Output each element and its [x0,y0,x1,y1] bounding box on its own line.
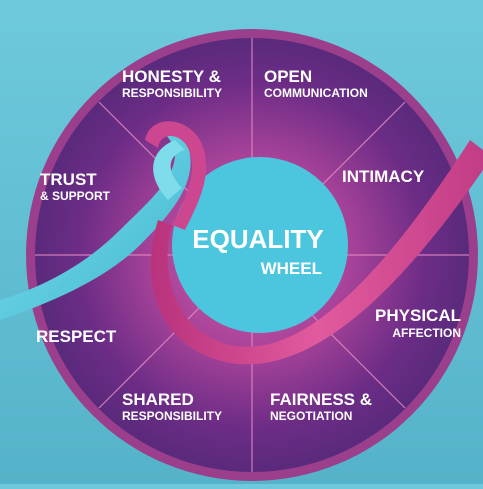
segment-fairness-subtitle: NEGOTIATION [270,409,352,423]
segment-open-subtitle: COMMUNICATION [264,86,368,100]
ribbon-pink-band [151,140,483,365]
segment-physical-title: PHYSICAL [375,306,461,325]
segment-honesty: HONESTY & RESPONSIBILITY [122,67,222,100]
segment-trust: TRUST & SUPPORT [40,170,111,203]
segment-intimacy-title: INTIMACY [342,167,425,186]
ribbon-pink-loop [145,121,207,230]
segment-shared-responsibility: SHARED RESPONSIBILITY [122,390,222,423]
segment-trust-title: TRUST [40,170,97,189]
ribbon-blue-tail [0,128,191,320]
segment-intimacy: INTIMACY [342,167,425,186]
segment-physical-affection: PHYSICAL AFFECTION [375,306,461,340]
segment-honesty-title: HONESTY & [122,67,221,86]
segment-physical-subtitle: AFFECTION [392,326,461,340]
segment-trust-subtitle: & SUPPORT [40,189,111,203]
center-subtitle: WHEEL [261,259,322,278]
segment-respect: RESPECT [36,327,117,346]
segment-fairness: FAIRNESS & NEGOTIATION [270,390,372,423]
center-title: EQUALITY [192,224,323,254]
segment-open-title: OPEN [264,67,312,86]
segment-open-communication: OPEN COMMUNICATION [264,67,368,100]
awareness-ribbon-icon [0,121,483,365]
segment-respect-title: RESPECT [36,327,117,346]
ribbon-blue-loop [153,140,185,200]
segment-shared-subtitle: RESPONSIBILITY [122,409,222,423]
segment-honesty-subtitle: RESPONSIBILITY [122,86,222,100]
segment-fairness-title: FAIRNESS & [270,390,372,409]
center-hub [172,157,348,333]
segment-shared-title: SHARED [122,390,194,409]
